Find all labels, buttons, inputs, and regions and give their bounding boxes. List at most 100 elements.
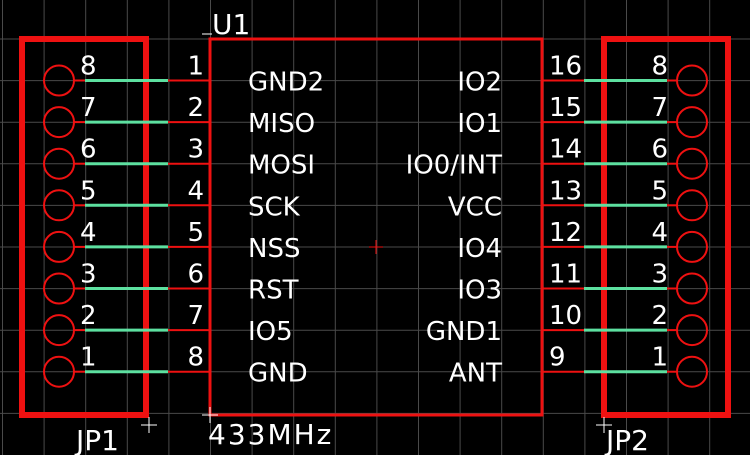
jp2-pin-number: 1 xyxy=(651,343,668,373)
u1-pin-label: NSS xyxy=(248,234,300,264)
u1-pin-number: 11 xyxy=(549,260,582,290)
u1-name: U1 xyxy=(212,8,250,41)
u1-center-cross-icon xyxy=(369,240,383,254)
jp1-outline xyxy=(19,36,149,418)
u1-pin-number: 13 xyxy=(549,176,582,206)
u1-pin-number: 10 xyxy=(549,301,582,331)
jp1-pin-number: 1 xyxy=(80,343,97,373)
u1-pin-label: MOSI xyxy=(248,151,315,181)
jp1-pin-number: 4 xyxy=(80,218,97,248)
connector-jp2[interactable]: 8 76 5 4 3 2 1 JP2 xyxy=(584,36,731,455)
u1-pin-number: 6 xyxy=(187,260,204,290)
u1-pin-number: 7 xyxy=(187,301,204,331)
u1-pin-number: 12 xyxy=(549,218,582,248)
jp2-pin[interactable]: 4 xyxy=(584,218,708,263)
jp1-pin[interactable]: 5 xyxy=(43,176,168,222)
jp2-pin[interactable]: 5 xyxy=(584,176,708,222)
u1-pin-number: 9 xyxy=(549,343,566,373)
pin-pad-icon[interactable] xyxy=(676,106,708,139)
u1-pin-number: 8 xyxy=(187,343,204,373)
jp1-pin[interactable]: 2 xyxy=(43,301,168,347)
jp2-pin[interactable]: 3 xyxy=(584,260,708,305)
jp2-outline xyxy=(601,36,731,418)
jp2-pin-number: 5 xyxy=(651,176,668,206)
jp1-pin-number: 5 xyxy=(80,176,97,206)
jp1-pin[interactable]: 8 xyxy=(43,52,168,97)
u1-pin-label: GND1 xyxy=(426,317,502,347)
pin-pad-icon[interactable] xyxy=(676,64,708,97)
jp2-pin[interactable]: 6 xyxy=(584,135,708,180)
u1-pin-label: IO4 xyxy=(457,234,502,264)
u1-pin-label: GND2 xyxy=(248,68,324,98)
jp1-pin[interactable]: 3 xyxy=(43,260,168,305)
u1-pin-label: IO5 xyxy=(248,317,293,347)
jp1-pin[interactable]: 1 xyxy=(43,343,168,388)
u1-pin-number: 14 xyxy=(549,135,582,165)
u1-pin-label: RST xyxy=(248,276,299,306)
jp1-pin-number: 8 xyxy=(80,52,97,82)
u1-pin-label: IO3 xyxy=(457,276,502,306)
jp2-pin[interactable]: 2 xyxy=(584,301,708,347)
u1-pin-number: 1 xyxy=(187,52,204,82)
jp2-pin[interactable]: 1 xyxy=(584,343,708,388)
jp1-pin-number: 2 xyxy=(80,301,97,331)
u1-pin-number: 16 xyxy=(549,52,582,82)
jp2-pin-number: 6 xyxy=(651,135,668,165)
u1-pin-number: 4 xyxy=(187,176,204,206)
jp2-pin-number: 8 xyxy=(651,52,668,82)
u1-pin-label: VCC xyxy=(448,192,502,222)
jp2-origin-cross-icon xyxy=(596,417,612,433)
connector-jp1[interactable]: 8 7 65 4 3 2 1 JP1 xyxy=(19,36,168,455)
jp2-pin-number: 3 xyxy=(651,260,668,290)
pin-pad-icon[interactable] xyxy=(676,189,708,222)
jp2-pin[interactable]: 8 xyxy=(584,52,708,97)
jp1-pin-number: 7 xyxy=(80,93,97,123)
pin-pad-icon[interactable] xyxy=(676,314,708,347)
u1-pin-number: 5 xyxy=(187,218,204,248)
u1-value: 433MHz xyxy=(208,418,333,451)
jp1-origin-cross-icon xyxy=(141,417,157,433)
pin-pad-icon[interactable] xyxy=(676,355,708,388)
u1-pin-label: GND xyxy=(248,359,308,389)
pin-pad-icon[interactable] xyxy=(676,147,708,180)
jp2-label: JP2 xyxy=(604,424,649,455)
u1-pin-label: MISO xyxy=(248,109,315,139)
jp2-pin[interactable]: 7 xyxy=(584,93,708,139)
jp2-pin-number: 2 xyxy=(651,301,668,331)
pin-pad-icon[interactable] xyxy=(676,230,708,263)
pin-pad-icon[interactable] xyxy=(676,272,708,305)
component-u1[interactable]: U1 433MHz 1GND22MISO3MOSI4SCK5NSS6RST7IO… xyxy=(168,8,584,451)
jp2-pin-number: 4 xyxy=(651,218,668,248)
jp1-pin-number: 3 xyxy=(80,260,97,290)
u1-pin-number: 3 xyxy=(187,135,204,165)
u1-pin-label: ANT xyxy=(449,359,502,389)
jp1-pin[interactable]: 6 xyxy=(43,135,168,180)
jp1-pin[interactable]: 4 xyxy=(43,218,168,263)
u1-pin-label: IO0/INT xyxy=(406,151,503,181)
u1-pin-label: IO1 xyxy=(457,109,502,139)
jp1-label: JP1 xyxy=(74,424,119,455)
u1-value-origin-cross-icon xyxy=(202,407,218,423)
u1-pin-number: 15 xyxy=(549,93,582,123)
u1-pin-label: IO2 xyxy=(457,68,502,98)
u1-pin-label: SCK xyxy=(248,192,301,222)
jp1-pin[interactable]: 7 xyxy=(43,93,168,139)
